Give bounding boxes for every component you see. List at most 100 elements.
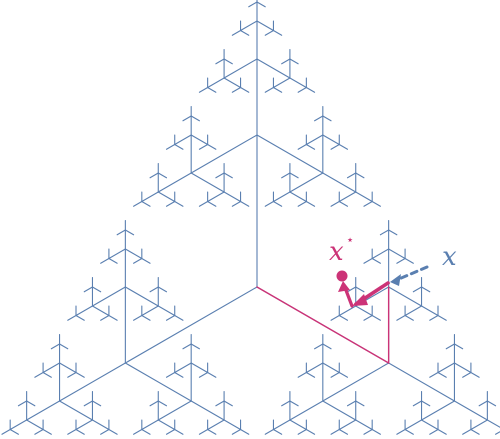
tree-branch (487, 401, 495, 406)
tree-branch (315, 116, 323, 121)
tree-branch (175, 430, 183, 435)
tree-branch (471, 373, 479, 378)
tree-branch (158, 173, 166, 178)
tree-branch (422, 306, 438, 316)
tree-branch (397, 430, 405, 435)
tree-branch (101, 430, 109, 435)
tree-branch (43, 430, 51, 435)
tree-branch (158, 306, 174, 316)
tree-branch (175, 202, 183, 207)
tree-branch (339, 420, 355, 430)
tree-branch (430, 430, 438, 435)
tree-branch (183, 344, 191, 349)
tree-branch (142, 420, 158, 430)
tree-branch (438, 430, 446, 435)
tree-branch (199, 88, 207, 93)
tree-branch (208, 88, 216, 93)
tree-branch (10, 420, 26, 430)
tree-branch (265, 88, 273, 93)
tree-branch (208, 373, 216, 378)
tree-branch (389, 230, 397, 235)
tree-branch (241, 88, 249, 93)
tree-branch (142, 316, 150, 321)
tree-branch (487, 420, 500, 430)
tree-branch (372, 430, 380, 435)
tree-branch (339, 373, 347, 378)
tree-branch (479, 401, 487, 406)
tree-branch (397, 316, 405, 321)
tree-branch (60, 363, 76, 373)
tree-branch (241, 202, 249, 207)
tree-branch (76, 373, 84, 378)
tree-branch (282, 401, 290, 406)
tree-branch (364, 259, 372, 264)
tree-branch (191, 135, 207, 145)
tree-branch (2, 430, 10, 435)
label-x: x (442, 242, 457, 272)
tree-branch (142, 306, 158, 316)
label-x-star-superscript: ⋆ (346, 233, 354, 248)
tree-branch (273, 88, 281, 93)
tree-branch (68, 373, 76, 378)
tree-branch (224, 59, 232, 64)
tree-branch (167, 145, 175, 150)
tree-branch (109, 259, 117, 264)
tree-branch (183, 116, 191, 121)
tree-branch (331, 373, 339, 378)
tree-branch (339, 202, 347, 207)
tree-branch (167, 430, 175, 435)
tree-branch (306, 373, 314, 378)
tree-branch (232, 430, 240, 435)
tree-branch (315, 344, 323, 349)
tree-branch (372, 202, 380, 207)
tree-branch (84, 401, 92, 406)
tree-branch (35, 373, 43, 378)
tree-branch (306, 145, 314, 150)
tree-branch (199, 202, 207, 207)
tree-branch (208, 78, 224, 88)
tree-branch (167, 316, 175, 321)
tree-branch (84, 287, 92, 292)
tree-branch (224, 173, 232, 178)
tree-branch (101, 316, 109, 321)
tree-branch (150, 287, 158, 292)
tree-branch (76, 316, 84, 321)
tree-branch (331, 316, 339, 321)
tree-branch (273, 420, 289, 430)
x-arrowhead (390, 274, 401, 286)
tree-branch (191, 363, 207, 373)
tree-branch (290, 401, 298, 406)
tree-branch (323, 116, 331, 121)
tree-branch (422, 401, 430, 406)
tree-branch (471, 420, 487, 430)
tree-branch (191, 116, 199, 121)
tree-branch (339, 306, 355, 316)
tree-branch (422, 420, 438, 430)
tree-branch (306, 88, 314, 93)
tree-branch (216, 173, 224, 178)
tree-branch (125, 249, 141, 259)
tree-branch (142, 430, 150, 435)
tree-branch (92, 287, 100, 292)
tree-branch (463, 373, 471, 378)
tree-branch (290, 192, 306, 202)
tree-branch (199, 430, 207, 435)
tree-branch (339, 192, 355, 202)
tree-branch (232, 31, 240, 36)
tree-branch (109, 430, 117, 435)
tree-branch (282, 173, 290, 178)
tree-branch (134, 259, 142, 264)
x-dashed-arrow (399, 267, 427, 279)
tree-branch (60, 344, 68, 349)
tree-branch (68, 430, 76, 435)
tree-branch (364, 202, 372, 207)
tree-branch (109, 249, 125, 259)
tree-branch (232, 202, 240, 207)
tree-branch (405, 420, 421, 430)
tree-branch (298, 202, 306, 207)
tree-branch (290, 420, 306, 430)
label-x-star-base: x (329, 237, 344, 267)
tree-branch (331, 145, 339, 150)
